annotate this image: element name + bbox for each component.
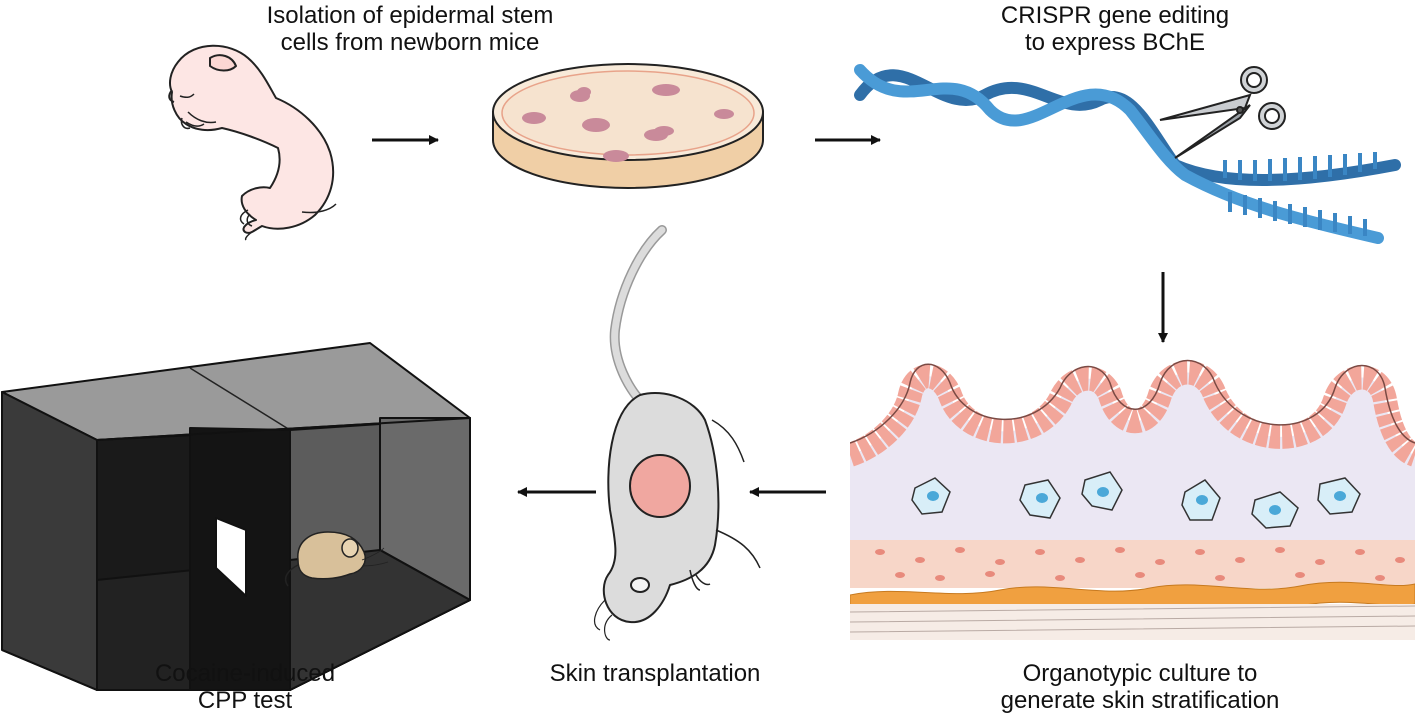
caption-isolation-line1: Isolation of epidermal stem xyxy=(266,2,554,29)
newborn-mouse-icon xyxy=(168,44,337,241)
caption-crispr: CRISPR gene editing to express BChE xyxy=(935,2,1295,56)
caption-cpp-line2: CPP test xyxy=(197,687,293,714)
caption-organotypic: Organotypic culture to generate skin str… xyxy=(945,660,1335,714)
caption-crispr-line1: CRISPR gene editing xyxy=(1000,2,1230,29)
caption-cpp-line1: Cocaine-induced xyxy=(154,660,336,687)
caption-isolation: Isolation of epidermal stem cells from n… xyxy=(230,2,590,56)
caption-cpp: Cocaine-induced CPP test xyxy=(100,660,390,714)
caption-organotypic-line2: generate skin stratification xyxy=(1000,687,1280,714)
skin-section-icon xyxy=(850,359,1415,640)
dna-helix-icon xyxy=(854,64,1401,244)
cpp-box-icon xyxy=(1,342,471,691)
caption-isolation-line2: cells from newborn mice xyxy=(280,29,540,56)
caption-crispr-line2: to express BChE xyxy=(1024,29,1206,56)
scissors-icon xyxy=(1159,66,1286,159)
cpp-mouse-icon xyxy=(284,531,389,587)
caption-transplant-line1: Skin transplantation xyxy=(549,660,761,687)
caption-transplant: Skin transplantation xyxy=(510,660,800,687)
adult-mouse-icon xyxy=(593,225,761,641)
caption-organotypic-line1: Organotypic culture to xyxy=(1022,660,1258,687)
petri-dish-icon xyxy=(492,63,764,189)
